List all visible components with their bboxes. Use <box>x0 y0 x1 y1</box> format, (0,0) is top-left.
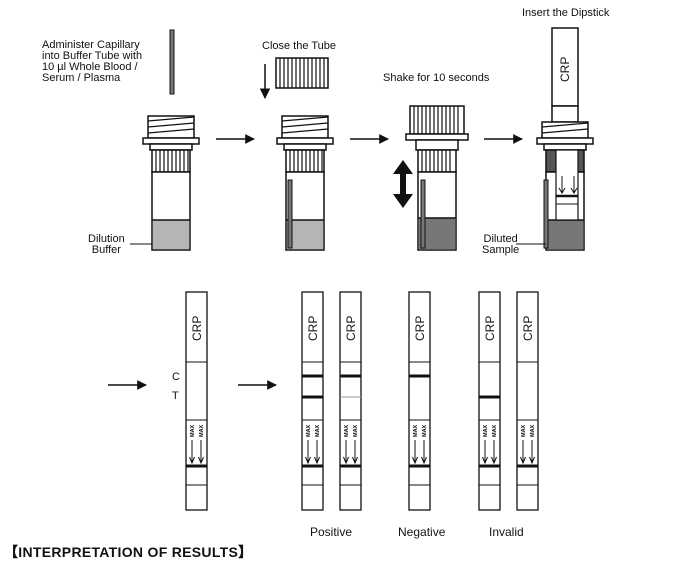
max-mark-label: MAX <box>306 424 312 437</box>
strip-label-crp: CRP <box>558 57 572 82</box>
flow-arrowhead <box>491 456 497 465</box>
flow-arrowhead <box>412 456 418 465</box>
tube-with-dipstick <box>536 121 594 251</box>
max-mark-label: MAX <box>492 424 498 437</box>
max-mark-label: MAX <box>483 424 489 437</box>
strip-label-crp: CRP <box>521 316 535 341</box>
max-mark-label: MAX <box>190 424 196 437</box>
result-invalid-label: Invalid <box>489 525 524 539</box>
flow-arrowhead <box>189 456 195 465</box>
strip-body <box>478 291 501 511</box>
strip-label-crp: CRP <box>483 316 497 341</box>
shake-double-arrow-icon <box>393 160 413 208</box>
test-line-label: T <box>172 390 179 402</box>
max-mark-label: MAX <box>199 424 205 437</box>
step-insert-text: Insert the Dipstick <box>522 7 610 19</box>
result-positive-label: Positive <box>310 525 353 539</box>
max-mark-label: MAX <box>344 424 350 437</box>
flow-arrowhead <box>352 456 358 465</box>
step-administer-text: Administer Capillary into Buffer Tube wi… <box>42 39 143 84</box>
strip-body <box>339 291 362 511</box>
strip-label-crp: CRP <box>190 316 204 341</box>
max-mark-label: MAX <box>521 424 527 437</box>
section-heading: 【INTERPRETATION OF RESULTS】 <box>4 544 253 560</box>
strip-label-crp: CRP <box>344 316 358 341</box>
max-mark-label: MAX <box>530 424 536 437</box>
strip-body <box>408 291 431 511</box>
flow-arrowhead <box>421 456 427 465</box>
dilution-buffer-label: Dilution Buffer <box>88 233 125 256</box>
control-line-label: C <box>172 371 180 383</box>
flow-arrowhead <box>520 456 526 465</box>
strip-label-crp: CRP <box>413 316 427 341</box>
tube-open-with-buffer <box>142 115 200 251</box>
strip-body <box>301 291 324 511</box>
max-mark-label: MAX <box>422 424 428 437</box>
max-mark-label: MAX <box>413 424 419 437</box>
step-close-text: Close the Tube <box>262 40 336 52</box>
step-shake-text: Shake for 10 seconds <box>383 72 490 84</box>
cap-falling <box>275 57 329 89</box>
flow-arrowhead <box>343 456 349 465</box>
capillary <box>169 29 175 95</box>
flow-arrowhead <box>314 456 320 465</box>
diluted-sample-label: Diluted Sample <box>482 233 520 256</box>
flow-arrowhead <box>529 456 535 465</box>
tube-closed-shake <box>405 105 469 251</box>
strip-body <box>185 291 208 511</box>
result-negative-label: Negative <box>398 525 446 539</box>
max-mark-label: MAX <box>315 424 321 437</box>
flow-arrowhead <box>482 456 488 465</box>
strip-label-crp: CRP <box>306 316 320 341</box>
max-mark-label: MAX <box>353 424 359 437</box>
flow-arrowhead <box>305 456 311 465</box>
flow-arrowhead <box>198 456 204 465</box>
tube-with-capillary <box>276 115 334 251</box>
strip-body <box>516 291 539 511</box>
